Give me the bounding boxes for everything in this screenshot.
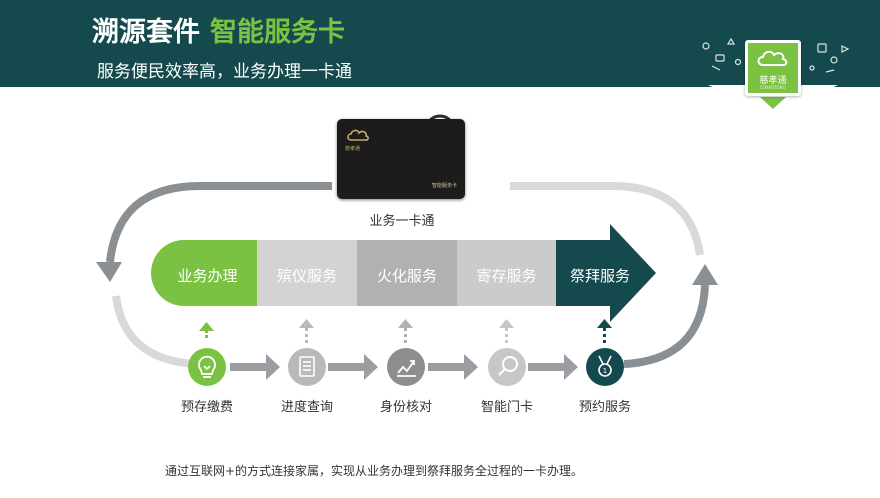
up-arrow-1 [199, 322, 214, 338]
step-circle-3 [387, 348, 425, 386]
step-label-5: 预约服务 [560, 396, 650, 415]
up-arrow-2 [299, 319, 314, 343]
step-circle-2 [288, 348, 326, 386]
cloud-logo-icon [748, 43, 798, 73]
step-label-3: 身份核对 [361, 396, 451, 415]
step-label-4: 智能门卡 [462, 396, 552, 415]
brand-logo: 慈孝通 CIXIAOTONG [745, 40, 801, 96]
step-circle-4 [488, 348, 526, 386]
flow-stage-label-1: 业务办理 [158, 266, 257, 286]
loop-arc-bottom-right [624, 285, 705, 364]
smart-card-image: 慈孝通 智能服务卡 [337, 119, 465, 199]
step-label-1: 预存缴费 [162, 396, 252, 415]
flow-stage-label-3: 火化服务 [357, 266, 457, 286]
step-circle-1 [188, 348, 226, 386]
connector-arrow-2 [328, 354, 378, 380]
flow-stage-label-5: 祭拜服务 [558, 266, 654, 286]
up-arrow-3 [398, 319, 413, 343]
up-arrow-5 [597, 319, 612, 343]
connector-arrow-3 [428, 354, 478, 380]
loop-arc-bottom-left [116, 296, 196, 364]
svg-text:1: 1 [603, 367, 607, 375]
logo-subtext: CIXIAOTONG [748, 85, 798, 90]
flow-stage-label-4: 寄存服务 [457, 266, 556, 286]
connector-arrow-1 [230, 354, 280, 380]
loop-arrowhead-left [96, 262, 122, 282]
connector-arrow-4 [528, 354, 578, 380]
loop-arrowhead-right [692, 264, 718, 285]
card-cloud-icon [343, 125, 373, 147]
card-name: 智能服务卡 [432, 182, 457, 189]
card-caption: 业务一卡通 [340, 210, 464, 229]
up-arrow-4 [499, 319, 514, 343]
card-brand: 慈孝通 [345, 145, 360, 152]
flow-stage-label-2: 殡仪服务 [257, 266, 357, 286]
logo-pointer [760, 97, 786, 109]
step-label-2: 进度查询 [262, 396, 352, 415]
footer-note: 通过互联网+的方式连接家属，实现从业务办理到祭拜服务全过程的一卡办理。 [165, 462, 583, 479]
